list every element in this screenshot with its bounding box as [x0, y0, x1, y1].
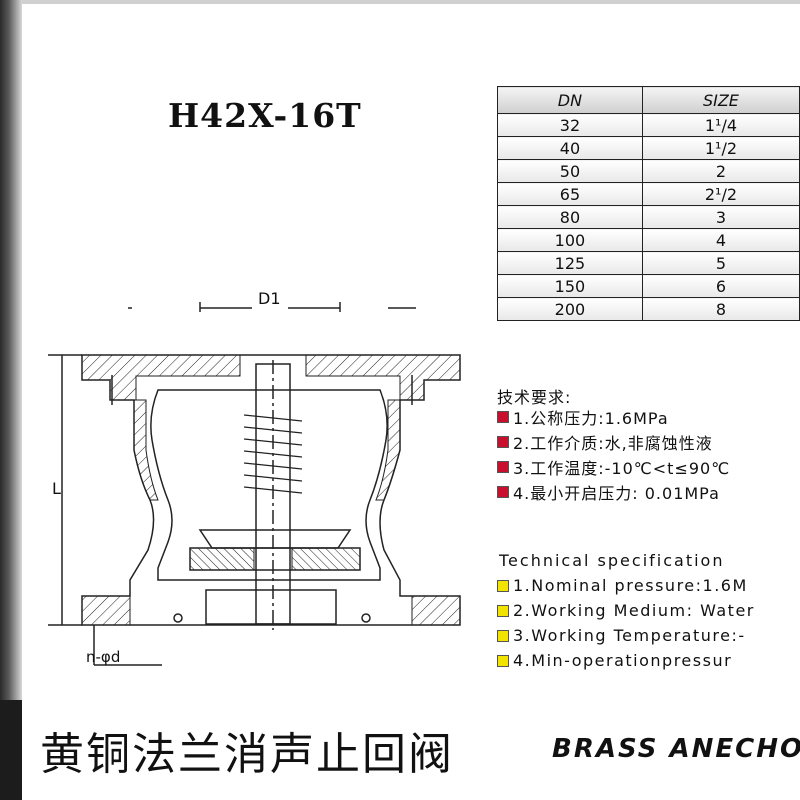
product-name-cn: 黄铜法兰消声止回阀: [40, 729, 454, 780]
size-cell: 1¹/2: [641, 136, 800, 160]
size-cell: 4: [641, 228, 800, 252]
list-item: 1.Nominal pressure:1.6M: [497, 573, 800, 598]
dn-cell: 125: [497, 251, 643, 275]
size-cell: 2: [641, 159, 800, 183]
size-cell: 5: [641, 251, 800, 275]
left-edge-strip: [0, 0, 22, 800]
dn-cell: 32: [497, 113, 643, 137]
red-square-icon: [497, 435, 509, 448]
size-cell: 2¹/2: [641, 182, 800, 206]
list-item: 4.最小开启压力: 0.01MPa: [497, 479, 800, 504]
label-n-phi-d: n-φd: [86, 648, 120, 666]
list-item: 2.Working Medium: Water: [497, 598, 800, 623]
header-size: SIZE: [641, 86, 800, 114]
dn-cell: 40: [497, 136, 643, 160]
yellow-square-icon: [497, 604, 509, 617]
size-cell: 6: [641, 274, 800, 298]
yellow-square-icon: [497, 629, 509, 642]
tech-spec-list: 1.Nominal pressure:1.6M 2.Working Medium…: [497, 573, 800, 673]
label-d1: D1: [258, 289, 281, 308]
red-square-icon: [497, 460, 509, 473]
product-name-en: BRASS ANECHO: [552, 734, 800, 764]
size-cell: 3: [641, 205, 800, 229]
list-item: 2.工作介质:水,非腐蚀性液: [497, 429, 800, 454]
size-cell: 1¹/4: [641, 113, 800, 137]
dn-cell: 65: [497, 182, 643, 206]
dn-cell: 50: [497, 159, 643, 183]
header-dn: DN: [497, 86, 643, 114]
dn-cell: 150: [497, 274, 643, 298]
tech-spec-heading: Technical specification: [499, 551, 725, 570]
red-square-icon: [497, 485, 509, 498]
list-item: 4.Min-operationpressur: [497, 648, 800, 673]
yellow-square-icon: [497, 654, 509, 667]
red-square-icon: [497, 410, 509, 423]
yellow-square-icon: [497, 579, 509, 592]
valve-cross-section-drawing: D1 L n-φd: [48, 289, 461, 666]
tech-requirements-heading: 技术要求:: [497, 388, 572, 407]
tech-requirements-list: 1.公称压力:1.6MPa 2.工作介质:水,非腐蚀性液 3.工作温度:-10℃…: [497, 404, 800, 504]
size-table-header: DN SIZE: [497, 86, 800, 114]
dn-cell: 200: [497, 297, 643, 321]
list-item: 3.工作温度:-10℃<t≤90℃: [497, 454, 800, 479]
list-item: 1.公称压力:1.6MPa: [497, 404, 800, 429]
product-name-bar: [0, 700, 800, 800]
size-cell: 8: [641, 297, 800, 321]
hatched-sections: [81, 354, 461, 626]
model-title: H42X-16T: [168, 96, 362, 135]
dn-cell: 100: [497, 228, 643, 252]
label-l: L: [52, 479, 61, 498]
dn-cell: 80: [497, 205, 643, 229]
list-item: 3.Working Temperature:-: [497, 623, 800, 648]
top-rule: [0, 0, 800, 4]
